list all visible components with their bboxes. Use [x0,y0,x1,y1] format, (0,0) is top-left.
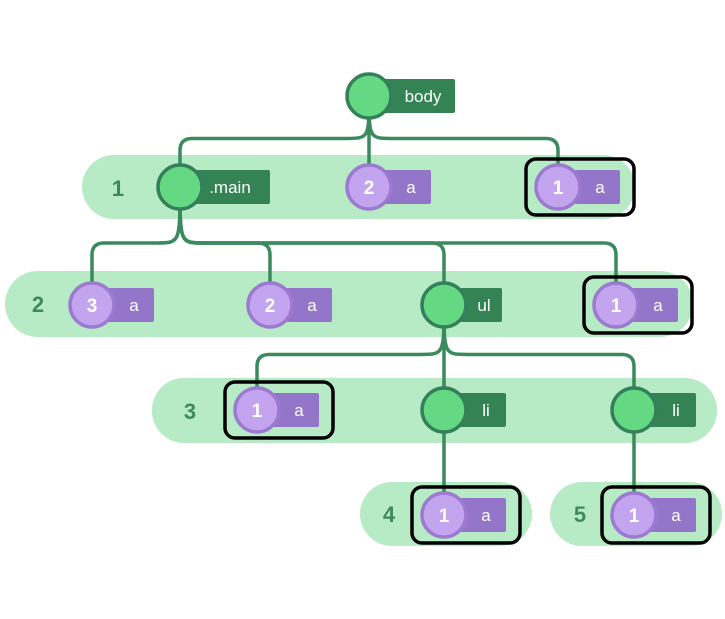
element-tag-label: .main [209,178,251,197]
edge-main-to-main_a_highlighted [178,186,618,305]
element-tag-box [180,170,270,204]
link-count: 1 [252,401,263,422]
link-count: 2 [265,296,276,317]
level-number-3: 3 [184,399,196,424]
link-count: 3 [87,296,98,317]
highlight-outline [410,485,522,545]
level-number-1: 1 [112,176,124,201]
link-tag-label: a [307,296,317,315]
link-count: 2 [364,178,375,199]
link-node-circle [592,281,640,329]
node-main_a_second: a2 [246,281,332,329]
element-tag-label: li [482,401,490,420]
element-node-circle [420,281,468,329]
link-count: 1 [629,506,640,527]
node-body_a: a2 [345,163,431,211]
element-tag-label: ul [477,296,490,315]
element-tag-label: body [405,87,442,106]
link-count: 1 [611,296,622,317]
link-node-circle [233,386,281,434]
node-ul: ul [420,281,502,329]
node-li_first: li [420,386,506,434]
node-main_a_first: a3 [68,281,154,329]
edge-ul-to-li_second [442,304,636,410]
node-main_a_highlighted: a1 [582,275,694,335]
link-tag-label: a [671,506,681,525]
link-tag-label: a [653,296,663,315]
level-number-4: 4 [383,502,396,527]
element-node-circle [345,72,393,120]
edge-body-to-body_a_highlighted [367,95,560,187]
highlight-outline [524,157,636,217]
node-li_second: li [610,386,696,434]
level-number-2: 2 [32,292,44,317]
node-li_first_a_highlighted: a1 [410,485,522,545]
link-count: 1 [553,178,564,199]
node-body: body [345,72,455,120]
link-node-circle [345,163,393,211]
element-tag-label: li [672,401,680,420]
link-tag-label: a [294,401,304,420]
level-band-2 [5,271,693,337]
link-tag-label: a [129,296,139,315]
link-node-circle [420,491,468,539]
link-tag-label: a [595,178,605,197]
level-number-5: 5 [574,502,586,527]
link-count: 1 [439,506,450,527]
highlight-outline [582,275,694,335]
link-node-circle [246,281,294,329]
link-node-circle [68,281,116,329]
link-node-circle [610,491,658,539]
highlight-outline [600,485,712,545]
link-node-circle [534,163,582,211]
element-node-circle [156,163,204,211]
level-labels: 1 2 3 4 5 [32,176,586,527]
link-tag-label: a [481,506,491,525]
link-tag-label: a [406,178,416,197]
node-ul_a_highlighted: a1 [223,380,335,440]
node-body_a_highlighted: a1 [524,157,636,217]
node-li_second_a_highlighted: a1 [600,485,712,545]
highlight-outline [223,380,335,440]
node-main: .main [156,163,270,211]
element-node-circle [420,386,468,434]
element-node-circle [610,386,658,434]
